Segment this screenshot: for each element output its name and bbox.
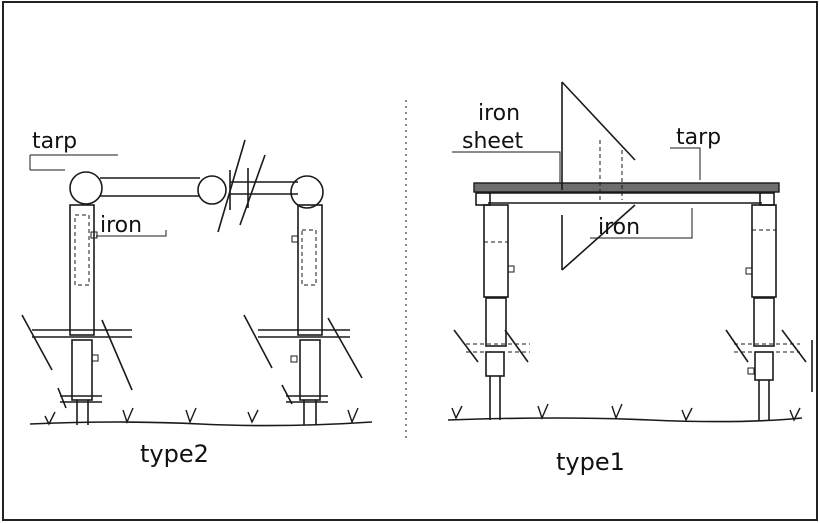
- type1-tarp-leader: [670, 147, 701, 180]
- type2-tarp-leader: [29, 154, 118, 171]
- type2-roll-left: [69, 171, 103, 205]
- type2-roll-right: [290, 175, 324, 209]
- type1-tarp-label: tarp: [676, 125, 721, 150]
- type2-right-collar: [243, 314, 363, 405]
- type1-iron-sheet: [561, 81, 636, 271]
- type1-iron-sheet-label-line1: iron: [478, 101, 520, 126]
- type2-tarp-label: tarp: [32, 129, 77, 154]
- type2-diagram: tarp iron type2: [21, 129, 373, 468]
- type2-section-cut: [217, 139, 266, 233]
- type1-left-post: [483, 204, 515, 420]
- type1-left-collar: [453, 329, 530, 363]
- type1-caption: type1: [556, 448, 625, 476]
- type1-diagram: iron sheet tarp iron type1: [447, 81, 813, 476]
- type2-iron-leader: [96, 230, 167, 237]
- type2-ground: [29, 407, 373, 427]
- type2-roll-middle: [197, 175, 227, 205]
- type2-left-post: [69, 204, 99, 425]
- type2-right-post: [290, 204, 323, 425]
- type2-left-collar: [21, 314, 133, 409]
- type1-right-post: [745, 204, 777, 420]
- type2-caption: type2: [140, 440, 209, 468]
- type1-iron-leader: [590, 208, 693, 239]
- type2-tarp-tube: [100, 177, 298, 197]
- type2-iron-label: iron: [100, 213, 142, 238]
- type1-iron-beam: [475, 192, 775, 206]
- type1-right-collar: [725, 329, 813, 392]
- type1-iron-sheet-leader: [452, 151, 561, 183]
- type1-iron-label: iron: [598, 215, 640, 240]
- type1-ground: [447, 403, 803, 423]
- type1-tarp-slab: [473, 182, 780, 193]
- type1-iron-sheet-label-line2: sheet: [462, 129, 523, 154]
